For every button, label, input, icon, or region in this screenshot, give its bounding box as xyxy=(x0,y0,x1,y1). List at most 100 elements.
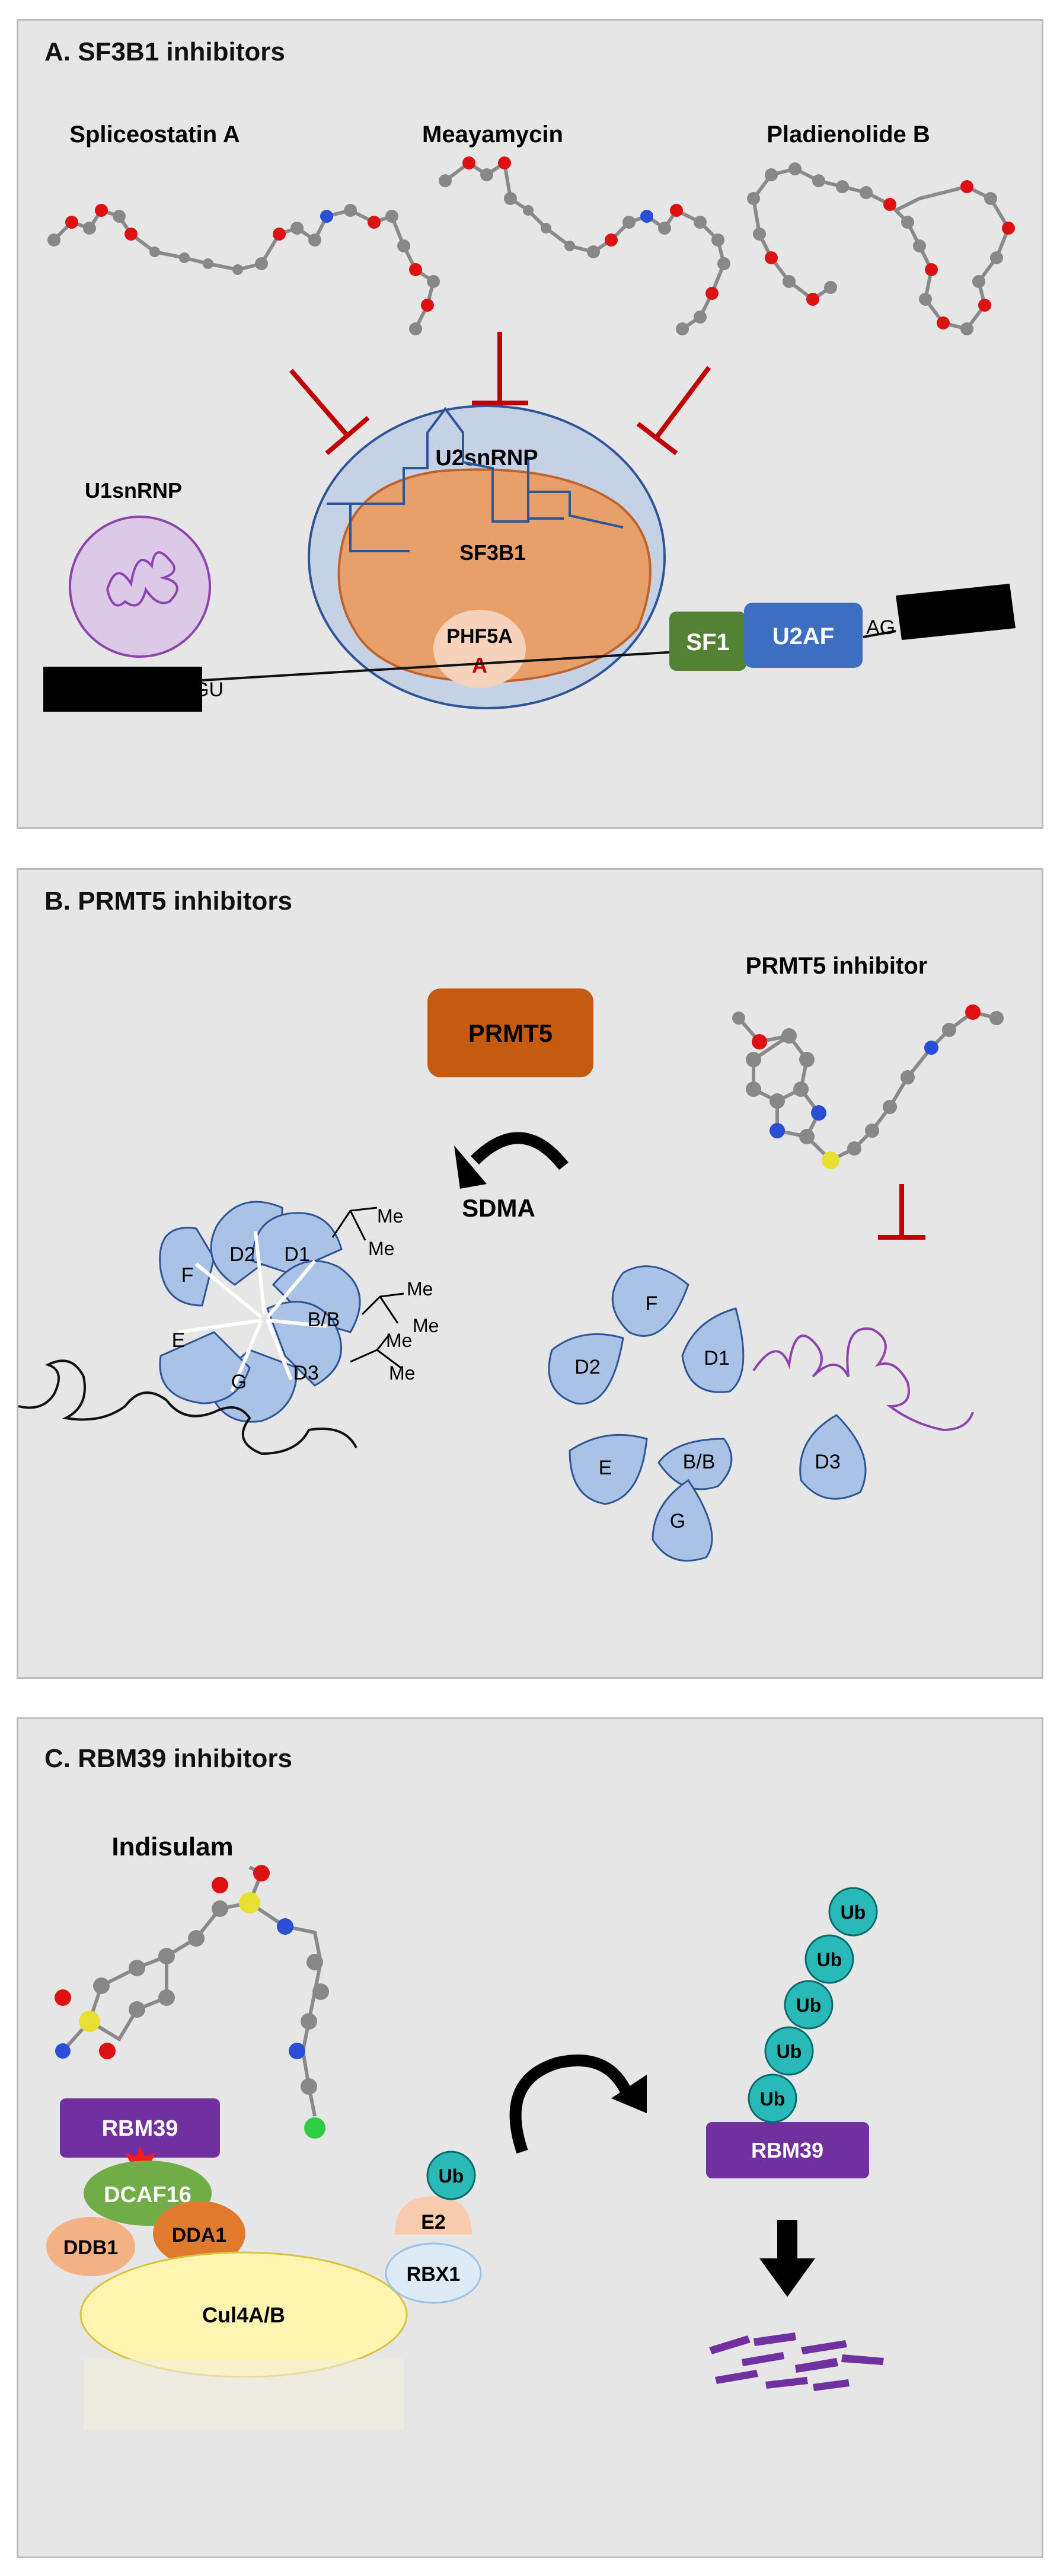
ub-chain-5 xyxy=(828,1887,878,1937)
ub-chain-5-label: Ub xyxy=(841,1902,866,1923)
ubiquitination-arrowhead xyxy=(611,2075,647,2113)
dcaf16-label: DCAF16 xyxy=(104,2183,191,2207)
rbx1-ellipse xyxy=(385,2242,482,2304)
u2af-label: U2AF xyxy=(772,623,834,649)
sf3b1-label: SF3B1 xyxy=(459,540,526,565)
free-sm-e: E xyxy=(599,1457,612,1479)
sm-ring-d2: D2 xyxy=(229,1243,255,1266)
degradation-arrow-shaft xyxy=(777,2220,797,2261)
sm-ring-g: G xyxy=(231,1371,247,1393)
cul4-shadow xyxy=(84,2359,404,2430)
ub-chain-2 xyxy=(764,2026,814,2076)
meayamycin-molecule xyxy=(444,159,726,331)
free-sm-proteins xyxy=(548,1265,867,1562)
me-label-3: Me xyxy=(407,1278,433,1300)
free-sm-g: G xyxy=(670,1510,685,1532)
rbx1-label: RBX1 xyxy=(407,2263,461,2286)
me-label-1: Me xyxy=(377,1205,403,1227)
ub-chain-4-label: Ub xyxy=(817,1949,842,1970)
dda1-ellipse xyxy=(153,2201,245,2266)
compound-label-pladienolide: Pladienolide B xyxy=(767,121,930,148)
u1-rna-structure xyxy=(106,551,178,607)
u1snrnp-label: U1snRNP xyxy=(85,478,182,503)
prmt5-label: PRMT5 xyxy=(468,1019,553,1047)
sm-bound-rna xyxy=(18,1359,357,1455)
u2-rna-structure xyxy=(327,407,624,552)
panel-c-diagram: Indisulam RBM39 DCAF16 DD xyxy=(46,1832,884,2430)
free-rna xyxy=(752,1327,974,1432)
phf5a-ellipse xyxy=(433,610,526,688)
pre-mrna-strand-3prime xyxy=(863,630,896,638)
ddb1-ellipse xyxy=(46,2217,135,2276)
me-label-4: Me xyxy=(413,1315,439,1336)
sm-ring-f: F xyxy=(181,1264,194,1287)
spliceostatin-atoms xyxy=(47,204,440,335)
panel-b-diagram: PRMT5 SDMA F D2 D1 B/B D3 G E Me Me Me xyxy=(18,953,1004,1562)
gu-splice-site: GU xyxy=(193,679,224,701)
u2af-box xyxy=(744,603,863,668)
sm-ring-bb: B/B xyxy=(308,1308,340,1331)
compound-label-meayamycin: Meayamycin xyxy=(422,121,563,148)
ub-chain-3-label: Ub xyxy=(796,1995,822,2016)
panel-b: B. PRMT5 inhibitors PRMT5 SDMA F D2 D1 B… xyxy=(17,868,1043,1679)
free-sm-bb: B/B xyxy=(683,1451,716,1473)
e2-shape xyxy=(395,2196,472,2235)
prmt5-inhibitor-atoms xyxy=(732,1004,1004,1169)
ub-chain-3 xyxy=(784,1980,834,2030)
rbm39-bound-box xyxy=(60,2098,220,2158)
indisulam-label: Indisulam xyxy=(111,1832,233,1861)
pladienolide-atoms xyxy=(747,162,1015,335)
inhibit-arrow-2 xyxy=(472,332,528,405)
ub-on-e2-label: Ub xyxy=(439,2165,464,2187)
pre-mrna-strand xyxy=(113,651,677,687)
free-sm-d3: D3 xyxy=(815,1451,840,1473)
ub-chain-4 xyxy=(804,1934,854,1984)
compound-label-spliceostatin: Spliceostatin A xyxy=(69,121,240,148)
indisulam-atoms xyxy=(55,1865,329,2139)
sf1-label: SF1 xyxy=(686,629,729,655)
free-sm-f: F xyxy=(646,1292,658,1315)
ub-chain-1 xyxy=(748,2073,797,2123)
rbm39-ubiquitinated-label: RBM39 xyxy=(751,2138,823,2162)
methyl-marks xyxy=(331,1207,404,1369)
e2-label: E2 xyxy=(421,2211,446,2233)
rbm39-ubiquitinated-box xyxy=(706,2122,869,2178)
degraded-fragments xyxy=(709,2332,884,2391)
sm-ring-d1: D1 xyxy=(284,1243,309,1266)
pladienolide-molecule xyxy=(752,167,1011,331)
me-label-2: Me xyxy=(368,1238,394,1259)
degradation-arrowhead xyxy=(759,2258,815,2297)
methylation-arrowhead xyxy=(454,1145,487,1189)
sm-ring-e: E xyxy=(172,1329,186,1352)
exon-left xyxy=(43,667,202,712)
ddb1-label: DDB1 xyxy=(63,2236,119,2259)
ag-splice-site: AG xyxy=(866,616,895,639)
inhibit-arrow-3 xyxy=(636,366,711,456)
sm-ring-d3: D3 xyxy=(293,1362,318,1384)
ub-chain-2-label: Ub xyxy=(777,2041,802,2062)
panel-a-title: A. SF3B1 inhibitors xyxy=(44,37,285,66)
sf1-box xyxy=(669,612,746,671)
phf5a-label: PHF5A xyxy=(446,625,512,648)
meayamycin-atoms xyxy=(439,156,730,335)
sm-ring-center xyxy=(178,1231,327,1393)
sm-ring xyxy=(159,1201,361,1423)
panel-c: C. RBM39 inhibitors Indisulam RBM39 xyxy=(17,1717,1043,2558)
free-sm-d2: D2 xyxy=(574,1356,600,1378)
ubiquitination-arrow xyxy=(509,2055,635,2154)
panel-a-diagram: Spliceostatin A Meayamycin Pladienolide … xyxy=(43,121,1016,712)
methylation-arrow xyxy=(470,1132,569,1170)
free-sm-d1: D1 xyxy=(704,1347,729,1369)
branch-point-a: A xyxy=(472,653,487,677)
inhibit-arrow-1 xyxy=(289,369,370,456)
sdma-label: SDMA xyxy=(462,1194,535,1222)
ub-chain-1-label: Ub xyxy=(760,2088,786,2110)
prmt5-inhibitor-label: PRMT5 inhibitor xyxy=(746,953,928,979)
prmt5-inhibit-arrow xyxy=(878,1184,925,1240)
me-label-5: Me xyxy=(386,1330,412,1351)
u1snrnp-circle xyxy=(69,516,211,658)
panel-c-title: C. RBM39 inhibitors xyxy=(44,1744,293,1773)
exon-right xyxy=(896,584,1016,640)
me-label-6: Me xyxy=(389,1362,415,1384)
panel-a: A. SF3B1 inhibitors Spliceostatin A Meay… xyxy=(17,19,1043,829)
